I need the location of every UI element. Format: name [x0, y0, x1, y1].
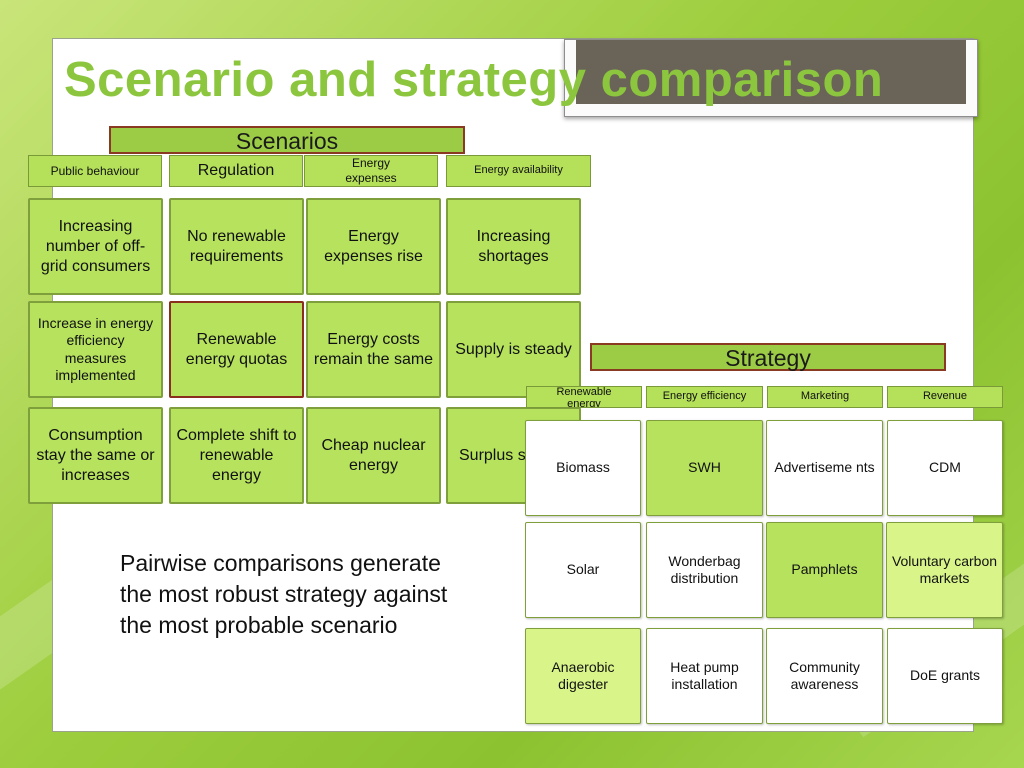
- scenario-header-energy-expenses: Energy expenses: [304, 155, 438, 187]
- scenario-cell[interactable]: Cheap nuclear energy: [306, 407, 441, 504]
- scenario-cell[interactable]: Energy costs remain the same: [306, 301, 441, 398]
- scenario-cell[interactable]: Increasing number of off-grid consumers: [28, 198, 163, 295]
- strategy-header-renewable-energy: Renewable energy: [526, 386, 642, 408]
- slide-title: Scenario and strategy comparison: [64, 53, 884, 107]
- strategy-cell-selected[interactable]: Voluntary carbon markets: [886, 522, 1003, 618]
- strategy-cell[interactable]: CDM: [887, 420, 1003, 516]
- scenario-cell[interactable]: Increase in energy efficiency measures i…: [28, 301, 163, 398]
- slide-photo: [564, 39, 978, 117]
- summary-text: Pairwise comparisons generate the most r…: [120, 550, 448, 638]
- scenario-cell[interactable]: Consumption stay the same or increases: [28, 407, 163, 504]
- strategy-cell[interactable]: Solar: [525, 522, 641, 618]
- photo-image: [576, 40, 966, 104]
- strategy-cell[interactable]: Heat pump installation: [646, 628, 763, 724]
- strategy-header-revenue: Revenue: [887, 386, 1003, 408]
- scenario-cell[interactable]: Complete shift to renewable energy: [169, 407, 304, 504]
- strategy-header-energy-efficiency: Energy efficiency: [646, 386, 763, 408]
- strategy-cell-selected[interactable]: Pamphlets: [766, 522, 883, 618]
- strategy-cell-selected[interactable]: Anaerobic digester: [525, 628, 641, 724]
- strategy-cell[interactable]: Community awareness: [766, 628, 883, 724]
- strategy-cell[interactable]: Advertiseme nts: [766, 420, 883, 516]
- strategy-cell[interactable]: Wonderbag distribution: [646, 522, 763, 618]
- scenario-cell[interactable]: Increasing shortages: [446, 198, 581, 295]
- scenario-cell[interactable]: No renewable requirements: [169, 198, 304, 295]
- strategy-cell[interactable]: Biomass: [525, 420, 641, 516]
- strategy-cell[interactable]: DoE grants: [887, 628, 1003, 724]
- strategy-cell-selected[interactable]: SWH: [646, 420, 763, 516]
- strategy-header-marketing: Marketing: [767, 386, 883, 408]
- strategy-banner: Strategy: [590, 343, 946, 371]
- scenario-cell-selected[interactable]: Renewable energy quotas: [169, 301, 304, 398]
- scenarios-banner: Scenarios: [109, 126, 465, 154]
- scenario-cell[interactable]: Supply is steady: [446, 301, 581, 398]
- scenario-header-public-behaviour: Public behaviour: [28, 155, 162, 187]
- scenario-header-energy-availability: Energy availability: [446, 155, 591, 187]
- scenario-cell[interactable]: Energy expenses rise: [306, 198, 441, 295]
- scenario-header-regulation: Regulation: [169, 155, 303, 187]
